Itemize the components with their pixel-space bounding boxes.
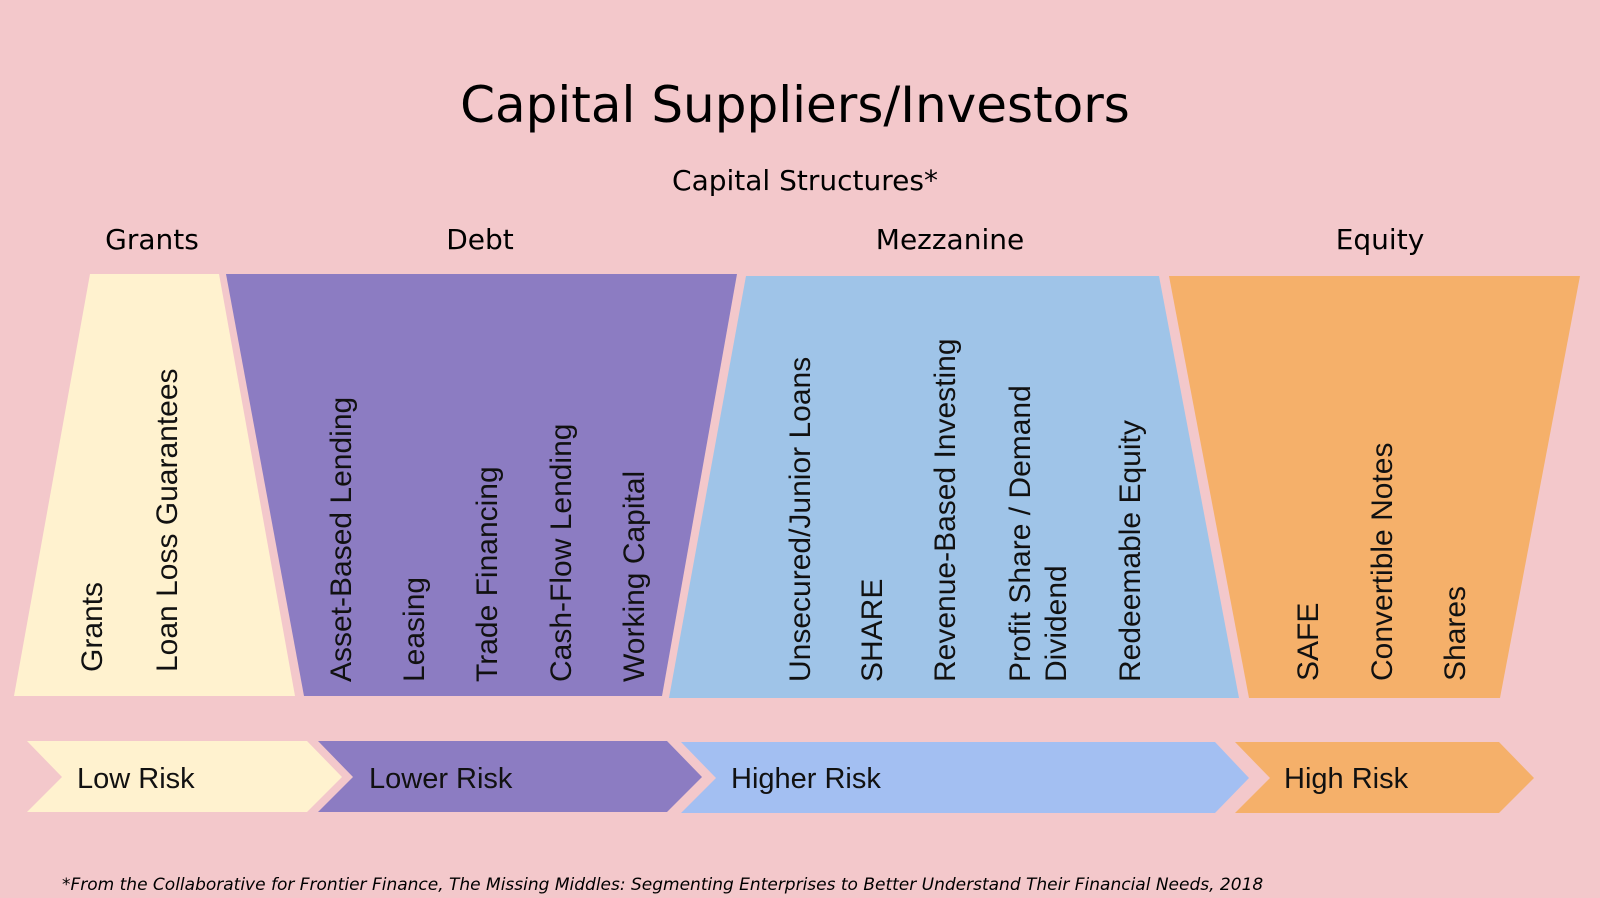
item-equity-0: SAFE	[1292, 603, 1325, 681]
risk-label-0: Low Risk	[77, 763, 195, 795]
item-equity-1: Convertible Notes	[1366, 443, 1399, 681]
item-debt-0: Asset-Based Lending	[325, 397, 358, 682]
page-subtitle: Capital Structures*	[672, 164, 938, 197]
page-title: Capital Suppliers/Investors	[460, 76, 1130, 134]
item-mezzanine-4: Redeemable Equity	[1114, 420, 1147, 682]
risk-label-2: Higher Risk	[731, 763, 881, 795]
item-debt-1: Leasing	[398, 577, 431, 682]
risk-arrow-1	[318, 741, 702, 812]
item-debt-3: Cash-Flow Lending	[545, 424, 578, 682]
panel-grants	[14, 274, 295, 696]
risk-arrow-0	[27, 741, 342, 812]
item-mezzanine-0: Unsecured/Junior Loans	[784, 357, 817, 682]
category-label-mezzanine: Mezzanine	[876, 223, 1024, 256]
item-mezzanine-2: Revenue-Based Investing	[929, 338, 962, 682]
risk-arrow-3	[1235, 742, 1534, 813]
panel-equity	[1169, 276, 1580, 698]
item-mezzanine-1: SHARE	[856, 579, 889, 682]
item-equity-2: Shares	[1439, 586, 1472, 681]
risk-label-1: Lower Risk	[369, 763, 513, 795]
category-label-debt: Debt	[446, 223, 514, 256]
item-grants-1: Loan Loss Guarantees	[151, 368, 184, 672]
panel-debt	[226, 274, 737, 696]
category-label-equity: Equity	[1336, 223, 1425, 256]
risk-arrow-2	[681, 742, 1249, 813]
risk-label-3: High Risk	[1284, 763, 1409, 795]
item-grants-0: Grants	[76, 582, 109, 672]
item-debt-2: Trade Financing	[471, 466, 504, 682]
category-label-grants: Grants	[105, 223, 199, 256]
item-debt-4: Working Capital	[618, 471, 651, 682]
panel-mezzanine	[669, 276, 1239, 698]
footnote: *From the Collaborative for Frontier Fin…	[62, 875, 1263, 895]
